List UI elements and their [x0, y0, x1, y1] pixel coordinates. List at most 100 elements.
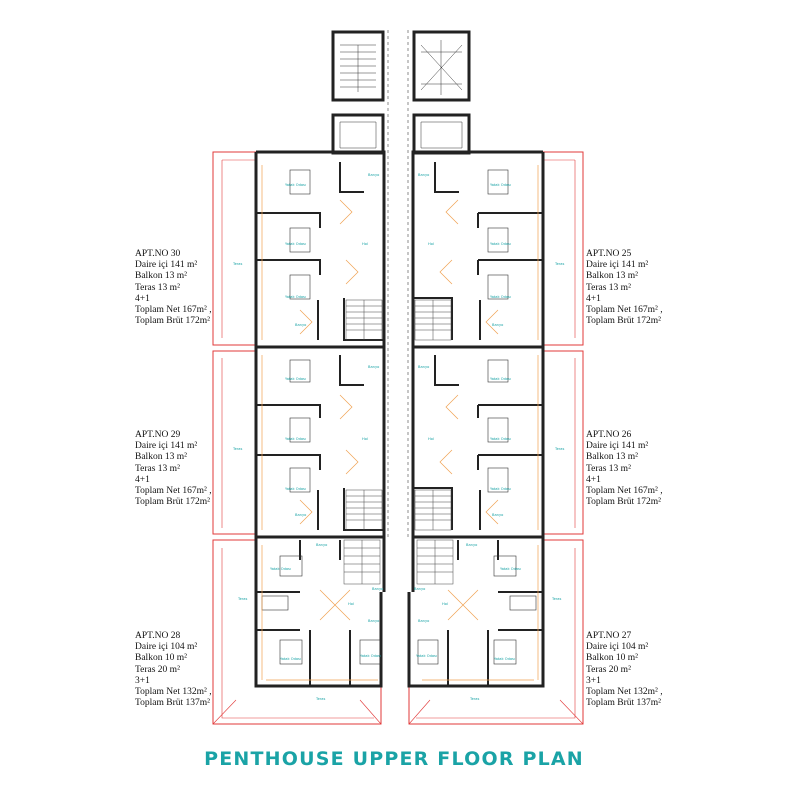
- room-labels: Yatak Odası Yatak Odası Yatak Odası Yata…: [232, 173, 564, 701]
- apt-name: APT.NO 25: [586, 249, 632, 259]
- apt-teras: Teras 13 m²: [135, 282, 180, 293]
- apt-name: APT.NO 28: [135, 631, 181, 641]
- room-label: Banyo: [295, 323, 306, 327]
- stair-tower-left: [331, 30, 385, 102]
- terrace-left-inner: [221, 159, 374, 719]
- lift-left: [331, 113, 385, 155]
- apt-balkon: Balkon 10 m²: [586, 653, 638, 664]
- apt-teras: Teras 20 m²: [586, 664, 631, 675]
- apartment-info-apt28: APT.NO 28 Daire içi 104 m² Balkon 10 m² …: [135, 631, 212, 709]
- room-label: Yatak Odası: [285, 242, 306, 246]
- apt-brut: Toplam Brüt 172m²: [135, 316, 211, 327]
- apartment-info-apt25: APT.NO 25 Daire içi 141 m² Balkon 13 m² …: [586, 249, 663, 327]
- apt-balkon: Balkon 13 m²: [586, 452, 638, 463]
- room-label: Yatak Odası: [494, 657, 515, 661]
- room-label: Banyo: [466, 543, 477, 547]
- apt-daire: Daire içi 141 m²: [135, 441, 198, 452]
- apt-daire: Daire içi 141 m²: [135, 260, 198, 271]
- room-label: Hol: [428, 242, 434, 246]
- apt-rooms: 4+1: [586, 293, 601, 304]
- terrace-left-mid: [212, 350, 256, 535]
- terrace-right-diag: [408, 699, 584, 725]
- apt-brut: Toplam Brüt 172m²: [586, 497, 662, 508]
- room-label: Banyo: [295, 513, 306, 517]
- room-label: Banyo: [368, 173, 379, 177]
- terrace-left-bottom: [212, 539, 382, 725]
- terrace-right-mid: [543, 350, 584, 535]
- room-label: Banyo: [418, 619, 429, 623]
- left-block-outer: [254, 152, 383, 688]
- apt-net: Toplam Net 167m² ,: [586, 305, 663, 316]
- room-label: Hol: [428, 437, 434, 441]
- room-label: Yatak Odası: [500, 567, 521, 571]
- right-block-inner: [411, 150, 543, 592]
- apt-rooms: 3+1: [135, 675, 150, 686]
- apt-daire: Daire içi 104 m²: [135, 642, 198, 653]
- apt-balkon: Balkon 10 m²: [135, 653, 187, 664]
- room-label: Yatak Odası: [416, 654, 437, 658]
- terrace-right-top: [543, 151, 584, 346]
- room-label: Banyo: [414, 587, 425, 591]
- room-label: Hol: [348, 602, 354, 606]
- apt-name: APT.NO 27: [586, 631, 632, 641]
- apartment-info-apt26: APT.NO 26 Daire içi 141 m² Balkon 13 m² …: [586, 430, 663, 508]
- room-label: Teras: [554, 262, 564, 266]
- room-label: Yatak Odası: [490, 295, 511, 299]
- apt-balkon: Balkon 13 m²: [135, 452, 187, 463]
- apt-net: Toplam Net 167m² ,: [586, 486, 663, 497]
- terrace-left-top: [212, 151, 256, 346]
- apt-daire: Daire içi 141 m²: [586, 260, 649, 271]
- room-label: Banyo: [368, 619, 379, 623]
- room-label: Banyo: [372, 587, 383, 591]
- stair-towers: [331, 30, 471, 155]
- furniture-orange: [261, 165, 539, 681]
- room-label: Hol: [362, 437, 368, 441]
- apt-brut: Toplam Brüt 172m²: [586, 316, 662, 327]
- apt-name: APT.NO 26: [586, 430, 632, 440]
- terrace-right-inner: [416, 159, 576, 719]
- room-label: Yatak Odası: [280, 657, 301, 661]
- room-label: Yatak Odası: [490, 437, 511, 441]
- room-label: Hol: [362, 242, 368, 246]
- room-label: Yatak Odası: [285, 295, 306, 299]
- room-label: Yatak Odası: [285, 437, 306, 441]
- room-label: Teras: [551, 597, 561, 601]
- room-label: Teras: [232, 262, 242, 266]
- room-label: Teras: [469, 697, 479, 701]
- apt-brut: Toplam Brüt 137m²: [135, 698, 211, 709]
- room-label: Yatak Odası: [285, 183, 306, 187]
- apt-teras: Teras 13 m²: [586, 282, 631, 293]
- left-block-inner: [256, 150, 386, 592]
- stair-tower-details: [339, 40, 463, 149]
- room-label: Banyo: [418, 173, 429, 177]
- apt-name: APT.NO 30: [135, 249, 181, 259]
- apt-rooms: 4+1: [586, 474, 601, 485]
- apt-net: Toplam Net 167m² ,: [135, 305, 212, 316]
- room-label: Yatak Odası: [360, 654, 381, 658]
- room-label: Yatak Odası: [285, 487, 306, 491]
- room-label: Banyo: [492, 513, 503, 517]
- inner-stairs: [343, 299, 454, 585]
- terrace-left-diag: [212, 699, 382, 725]
- apt-balkon: Balkon 13 m²: [586, 271, 638, 282]
- apt-rooms: 3+1: [586, 675, 601, 686]
- apartment-info-apt29: APT.NO 29 Daire içi 141 m² Balkon 13 m² …: [135, 430, 212, 508]
- furniture-beds: [261, 169, 537, 665]
- lift-right: [412, 113, 471, 155]
- room-label: Teras: [315, 697, 325, 701]
- apartment-info-apt30: APT.NO 30 Daire içi 141 m² Balkon 13 m² …: [135, 249, 212, 327]
- right-block-outer: [407, 152, 545, 688]
- apt-brut: Toplam Brüt 172m²: [135, 497, 211, 508]
- apt-teras: Teras 13 m²: [586, 463, 631, 474]
- room-label: Banyo: [316, 543, 327, 547]
- apt-rooms: 4+1: [135, 474, 150, 485]
- room-label: Teras: [554, 447, 564, 451]
- building-walls: [254, 150, 545, 688]
- stair-tower-right: [412, 30, 471, 102]
- apt-net: Toplam Net 132m² ,: [586, 687, 663, 698]
- apt-daire: Daire içi 104 m²: [586, 642, 649, 653]
- room-label: Yatak Odası: [490, 487, 511, 491]
- room-label: Teras: [237, 597, 247, 601]
- apt-rooms: 4+1: [135, 293, 150, 304]
